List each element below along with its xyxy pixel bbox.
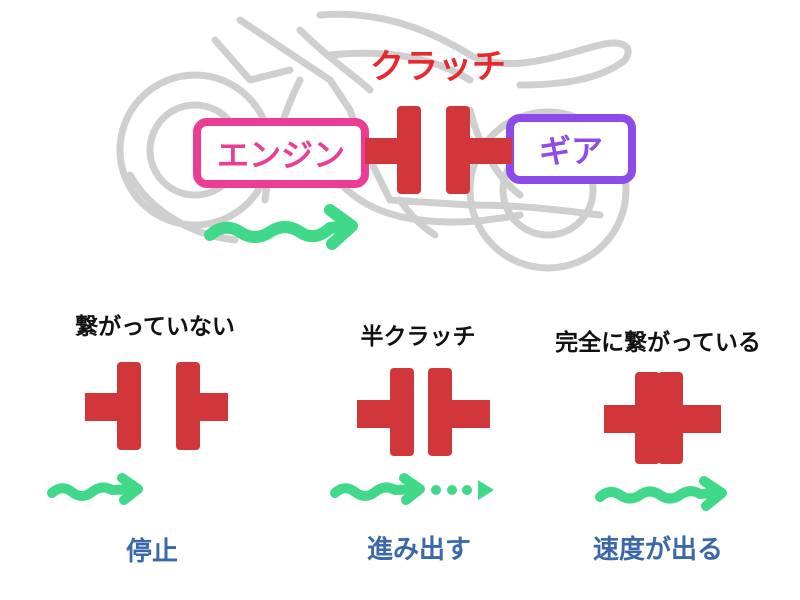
state3-gear-plate: [658, 372, 683, 464]
main-power-arrow: [204, 204, 358, 250]
state1-result: 停止: [126, 536, 178, 567]
state1-heading: 繋がっていない: [75, 313, 235, 340]
main-clutch-gear-shaft: [462, 138, 512, 164]
state1-arrow: [47, 473, 143, 505]
state2-dotted-arrow: [431, 480, 494, 500]
clutch-title: クラッチ: [370, 47, 506, 87]
state2-arrow: [330, 473, 425, 505]
state3-heading: 完全に繋がっている: [555, 329, 761, 356]
main-clutch-gear-plate: [446, 106, 470, 194]
state2-heading: 半クラッチ: [361, 324, 476, 350]
state3-result: 速度が出る: [593, 534, 723, 565]
state1-clutch: [85, 362, 228, 450]
state3-engine-plate: [635, 372, 660, 464]
state3-arrow: [595, 476, 727, 511]
state2-gear-plate: [428, 368, 452, 456]
main-clutch-engine-plate: [397, 106, 421, 194]
state3-clutch: [604, 372, 721, 464]
state2-engine-plate: [390, 368, 414, 456]
state1-engine-plate: [117, 362, 141, 450]
state2-clutch: [357, 368, 490, 456]
state2-result: 進み出す: [367, 535, 471, 565]
engine-label: エンジン: [217, 136, 345, 174]
state1-gear-plate: [176, 362, 200, 450]
gear-label: ギア: [539, 132, 603, 170]
main-clutch: [365, 106, 512, 194]
